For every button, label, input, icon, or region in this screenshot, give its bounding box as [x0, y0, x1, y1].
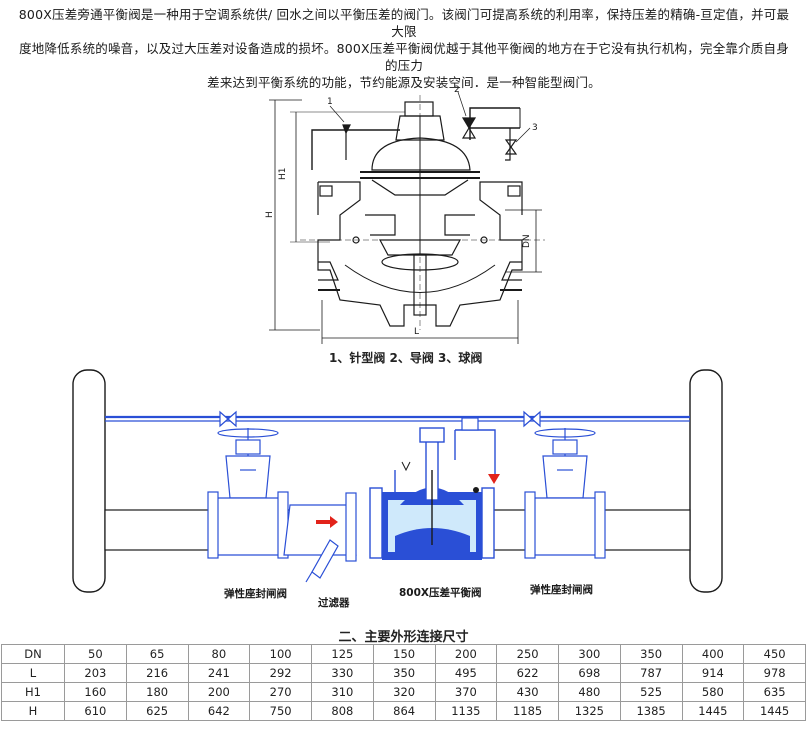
row-header: H [1, 701, 65, 721]
table-cell: 1445 [681, 701, 745, 721]
table-cell: 610 [64, 701, 127, 721]
top-valve-left-icon [219, 410, 237, 428]
table-cell: 200 [187, 682, 251, 702]
table-cell: 978 [743, 663, 806, 683]
table-cell: 525 [619, 682, 683, 702]
row-header: H1 [1, 682, 65, 702]
table-cell: 450 [743, 644, 806, 664]
table-cell: 1385 [619, 701, 683, 721]
table-cell: 203 [64, 663, 127, 683]
label-l: L [414, 327, 419, 337]
table-cell: 625 [125, 701, 189, 721]
valve-cross-section-drawing [269, 91, 545, 344]
table-cell: 250 [496, 644, 559, 664]
dimensions-title: 二、主要外形连接尺寸 [338, 630, 469, 645]
label-gate-valve-left: 弹性座封闸阀 [224, 587, 287, 600]
table-cell: 400 [681, 644, 745, 664]
label-strainer: 过滤器 [318, 596, 350, 609]
table-cell: 750 [249, 701, 312, 721]
table-cell: 100 [249, 644, 312, 664]
pressure-balance-valve-icon [369, 417, 500, 560]
row-header: DN [1, 644, 65, 664]
table-cell: 350 [372, 663, 436, 683]
installation-diagram [72, 369, 723, 593]
table-cell: 1135 [434, 701, 498, 721]
table-cell: 160 [64, 682, 127, 702]
table-cell: 808 [311, 701, 374, 721]
table-cell: 65 [125, 644, 189, 664]
right-tank [689, 369, 723, 593]
intro-line-1: 800X压差旁通平衡阀是一种用于空调系统供/ 回水之间以平衡压差的阀门。该阀门可… [18, 7, 790, 39]
intro-paragraph: 800X压差旁通平衡阀是一种用于空调系统供/ 回水之间以平衡压差的阀门。该阀门可… [14, 6, 794, 91]
table-cell: 914 [681, 663, 745, 683]
table-cell: 1445 [743, 701, 806, 721]
label-h: H [265, 211, 275, 218]
table-cell: 292 [249, 663, 312, 683]
table-cell: 622 [496, 663, 559, 683]
label-3: 3 [532, 123, 538, 133]
drawing-caption: 1、针型阀 2、导阀 3、球阀 [329, 351, 483, 365]
table-cell: 370 [434, 682, 498, 702]
label-1: 1 [327, 97, 333, 107]
table-cell: 350 [619, 644, 683, 664]
table-cell: 864 [372, 701, 436, 721]
top-valve-right-icon [523, 410, 541, 428]
table-cell: 320 [372, 682, 436, 702]
table-cell: 495 [434, 663, 498, 683]
left-gate-valve-icon [207, 428, 289, 559]
table-cell: 150 [372, 644, 436, 664]
intro-line-3: 差来达到平衡系统的功能，节约能源及安装空间．是一种智能型阀门。 [207, 75, 601, 90]
installation-labels: 弹性座封闸阀 过滤器 800X压差平衡阀 弹性座封闸阀 [224, 583, 593, 609]
table-cell: 310 [311, 682, 374, 702]
table-cell: 50 [64, 644, 127, 664]
table-cell: 300 [558, 644, 621, 664]
table-cell: 430 [496, 682, 559, 702]
table-cell: 580 [681, 682, 745, 702]
table-cell: 80 [187, 644, 251, 664]
left-tank [72, 369, 106, 593]
table-cell: 241 [187, 663, 251, 683]
row-header: L [1, 663, 65, 683]
table-cell: 330 [311, 663, 374, 683]
table-cell: 698 [558, 663, 621, 683]
table-cell: 1325 [558, 701, 621, 721]
label-h1: H1 [278, 168, 288, 181]
right-gate-valve-icon [524, 428, 606, 559]
table-cell: 642 [187, 701, 251, 721]
table-cell: 180 [125, 682, 189, 702]
label-dn: DN [522, 234, 532, 248]
table-cell: 270 [249, 682, 312, 702]
label-gate-valve-right: 弹性座封闸阀 [530, 583, 593, 596]
table-cell: 480 [558, 682, 621, 702]
table-cell: 635 [743, 682, 806, 702]
table-cell: 200 [434, 644, 498, 664]
table-cell: 1185 [496, 701, 559, 721]
label-main-valve: 800X压差平衡阀 [399, 586, 482, 599]
table-cell: 216 [125, 663, 189, 683]
label-2: 2 [454, 85, 460, 95]
table-cell: 125 [311, 644, 374, 664]
table-cell: 787 [619, 663, 683, 683]
drawing-labels: 1 2 3 H1 H DN L [265, 85, 538, 337]
flow-arrow-icon [316, 516, 338, 528]
intro-line-2: 度地降低系统的噪音，以及过大压差对设备造成的损坏。800X压差平衡阀优越于其他平… [19, 41, 789, 73]
strainer-icon [283, 492, 357, 583]
